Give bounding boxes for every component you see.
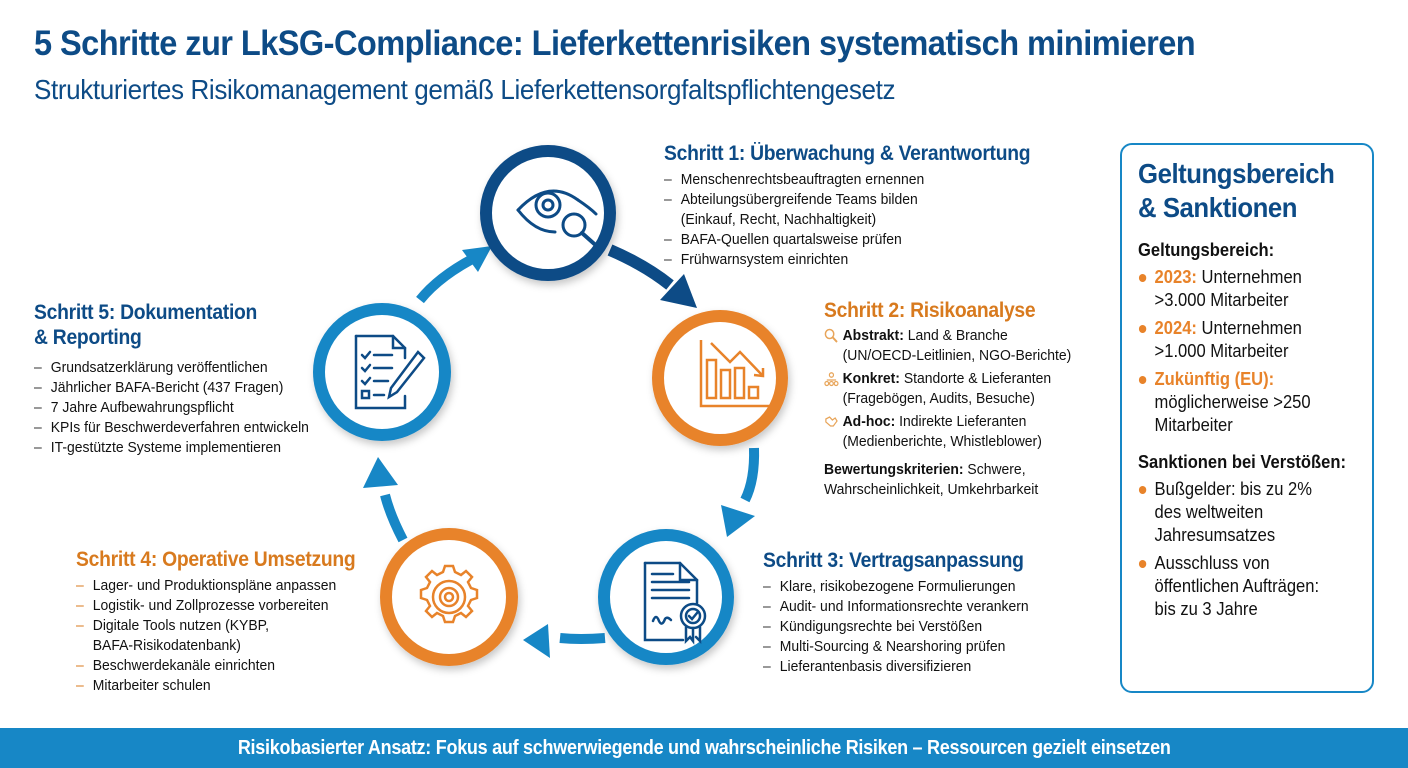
list-item: Menschenrechtsbeauftragten ernennen	[664, 170, 1034, 190]
step4-block: Schritt 4: Operative Umsetzung Lager- un…	[76, 547, 380, 696]
scope-heading: Geltungsbereich:	[1138, 240, 1275, 260]
list-item: Abteilungsübergreifende Teams bilden(Ein…	[664, 190, 1034, 230]
step1-block: Schritt 1: Überwachung & Verantwortung M…	[664, 141, 1062, 270]
page-subtitle: Strukturiertes Risikomanagement gemäß Li…	[34, 74, 896, 105]
list-item: Digitale Tools nutzen (KYBP,BAFA-Risikod…	[76, 616, 358, 656]
arrow-step5-to-step1	[416, 246, 492, 304]
scope-item-2023: 2023: Unternehmen>3.000 Mitarbeiter	[1138, 266, 1339, 312]
step2-block: Schritt 2: Risikoanalyse Abstrakt: Land …	[824, 298, 1090, 500]
footer-banner: Risikobasierter Ansatz: Fokus auf schwer…	[0, 728, 1408, 768]
list-item: Kündigungsrechte bei Verstößen	[763, 617, 1029, 637]
arrow-step2-to-step3	[721, 447, 760, 537]
risk-type-abstract: Abstrakt: Land & Branche(UN/OECD-Leitlin…	[824, 326, 1071, 366]
step1-circle	[480, 145, 616, 281]
page-title: 5 Schritte zur LkSG-Compliance: Lieferke…	[34, 24, 1196, 63]
step5-list: Grundsatzerklärung veröffentlichen Jährl…	[34, 358, 330, 458]
list-item: 7 Jahre Aufbewahrungspflicht	[34, 398, 309, 418]
list-item: Logistik- und Zollprozesse vorbereiten	[76, 596, 358, 616]
checklist-pen-icon	[354, 334, 426, 410]
list-item: KPIs für Beschwerdeverfahren entwickeln	[34, 418, 309, 438]
step3-list: Klare, risikobezogene Formulierungen Aud…	[763, 577, 1049, 677]
list-item: Frühwarnsystem einrichten	[664, 250, 1034, 270]
arrow-step4-to-step5	[363, 457, 408, 543]
footer-text: Risikobasierter Ansatz: Fokus auf schwer…	[237, 737, 1171, 759]
scope-item-2024: 2024: Unternehmen>1.000 Mitarbeiter	[1138, 317, 1339, 363]
step4-list: Lager- und Produktionspläne anpassen Log…	[76, 576, 380, 696]
step4-circle	[380, 528, 518, 666]
panel-title: Geltungsbereich& Sanktionen	[1138, 158, 1335, 223]
certificate-document-icon	[643, 561, 707, 645]
step1-title: Schritt 1: Überwachung & Verantwortung	[664, 142, 1031, 165]
list-item: Audit- und Informationsrechte verankern	[763, 597, 1029, 617]
list-item: BAFA-Quellen quartalsweise prüfen	[664, 230, 1034, 250]
declining-bar-chart-icon	[699, 340, 770, 408]
step1-list: Menschenrechtsbeauftragten ernennen Abte…	[664, 170, 1062, 270]
list-item: Lager- und Produktionspläne anpassen	[76, 576, 358, 596]
gear-icon	[419, 564, 479, 624]
step4-title: Schritt 4: Operative Umsetzung	[76, 548, 356, 571]
handshake-icon	[825, 416, 838, 427]
list-item: Grundsatzerklärung veröffentlichen	[34, 358, 309, 378]
list-item: Mitarbeiter schulen	[76, 676, 358, 696]
list-item: Jährlicher BAFA-Bericht (437 Fragen)	[34, 378, 309, 398]
scope-sanctions-panel: Geltungsbereich& Sanktionen Geltungsbere…	[1120, 143, 1374, 693]
step5-title: Schritt 5: Dokumentation& Reporting	[34, 301, 258, 349]
search-icon	[824, 328, 838, 343]
step3-title: Schritt 3: Vertragsanpassung	[763, 549, 1024, 572]
step2-title: Schritt 2: Risikoanalyse	[824, 299, 1036, 322]
risk-type-concrete: Konkret: Standorte & Lieferanten(Fragebö…	[824, 369, 1071, 409]
hierarchy-icon	[824, 372, 839, 387]
eye-magnifier-icon	[516, 189, 602, 251]
list-item: Multi-Sourcing & Nearshoring prüfen	[763, 637, 1029, 657]
arrow-step3-to-step4	[523, 624, 606, 658]
list-item: Klare, risikobezogene Formulierungen	[763, 577, 1029, 597]
arrow-step1-to-step2	[607, 244, 697, 308]
list-item: Beschwerdekanäle einrichten	[76, 656, 358, 676]
step3-block: Schritt 3: Vertragsanpassung Klare, risi…	[763, 548, 1049, 677]
list-item: Lieferantenbasis diversifizieren	[763, 657, 1029, 677]
risk-type-adhoc: Ad-hoc: Indirekte Lieferanten(Medienberi…	[824, 412, 1071, 452]
step5-circle	[313, 303, 451, 441]
assessment-criteria: Bewertungskriterien: Schwere,Wahrscheinl…	[824, 461, 1039, 498]
step5-block: Schritt 5: Dokumentation& Reporting Grun…	[34, 300, 330, 458]
sanctions-heading: Sanktionen bei Verstößen:	[1138, 452, 1346, 472]
list-item: IT-gestützte Systeme implementieren	[34, 438, 309, 458]
